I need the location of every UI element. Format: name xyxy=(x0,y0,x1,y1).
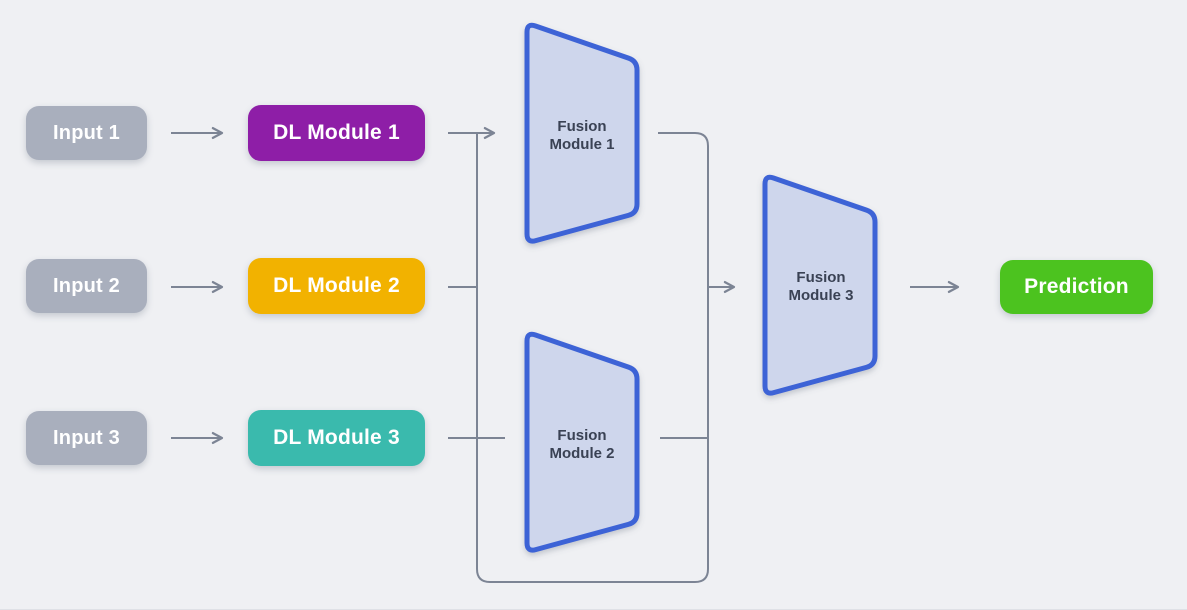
dl-module-2-node: DL Module 2 xyxy=(248,258,425,314)
fusion-module-3-shape xyxy=(762,174,878,396)
fusion-module-2-shape xyxy=(524,331,640,553)
fusion-module-1-label: Fusion Module 1 xyxy=(549,118,615,153)
fusion-module-1-shape xyxy=(524,22,640,244)
dl-module-2-label: DL Module 2 xyxy=(273,274,400,297)
input-1-label: Input 1 xyxy=(53,121,120,144)
input-1-node: Input 1 xyxy=(26,106,147,160)
dl-module-3-label: DL Module 3 xyxy=(273,426,400,449)
fusion-module-2-label: Fusion Module 2 xyxy=(549,427,615,462)
dl-module-1-node: DL Module 1 xyxy=(248,105,425,161)
input-3-node: Input 3 xyxy=(26,411,147,465)
bus-loop xyxy=(476,132,709,583)
fusion-module-3-label: Fusion Module 3 xyxy=(788,269,854,304)
input-3-label: Input 3 xyxy=(53,426,120,449)
input-2-node: Input 2 xyxy=(26,259,147,313)
prediction-label: Prediction xyxy=(1024,275,1129,298)
input-2-label: Input 2 xyxy=(53,274,120,297)
prediction-node: Prediction xyxy=(1000,260,1153,314)
dl-module-1-label: DL Module 1 xyxy=(273,121,400,144)
dl-module-3-node: DL Module 3 xyxy=(248,410,425,466)
